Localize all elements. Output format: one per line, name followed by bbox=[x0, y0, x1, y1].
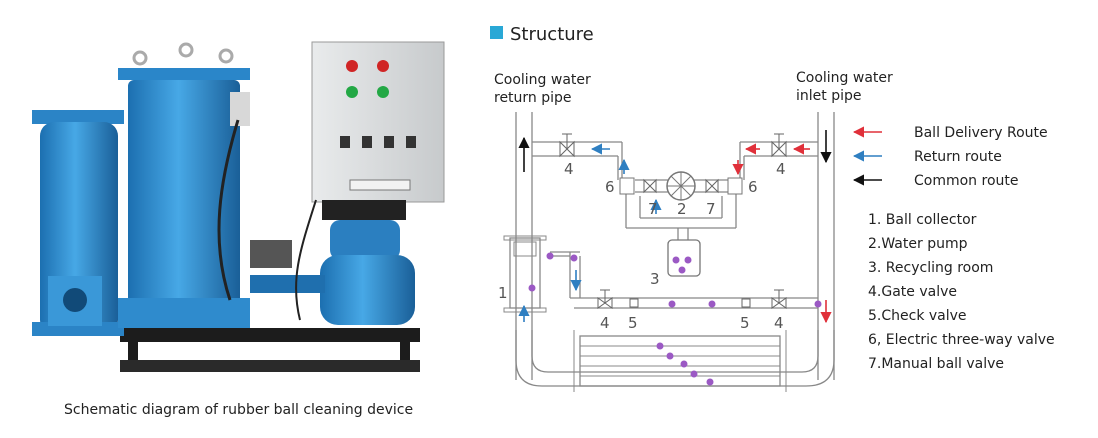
label-n5a: 5 bbox=[628, 314, 638, 332]
diagram-header: Structure bbox=[510, 24, 594, 45]
label-n3: 3 bbox=[650, 270, 660, 288]
label-n7a: 7 bbox=[648, 200, 658, 218]
equipment-illustration bbox=[32, 41, 445, 372]
control-cabinet bbox=[311, 41, 445, 203]
part-3: 3. Recycling room bbox=[868, 260, 993, 276]
legend-ball-delivery: Ball Delivery Route bbox=[914, 125, 1048, 141]
check-valve-left bbox=[629, 298, 639, 308]
three-way-valve-left bbox=[619, 177, 635, 195]
label-n5b: 5 bbox=[740, 314, 750, 332]
label-n4a: 4 bbox=[564, 160, 574, 178]
equipment-photo: Schematic diagram of rubber ball cleanin… bbox=[0, 0, 470, 434]
legend-return-route: Return route bbox=[914, 149, 1002, 165]
base-frame bbox=[120, 328, 420, 342]
label-n7b: 7 bbox=[706, 200, 716, 218]
filter-column bbox=[118, 42, 250, 328]
pump-symbol bbox=[666, 171, 696, 201]
label-n6a: 6 bbox=[605, 178, 615, 196]
ball-collector bbox=[503, 235, 547, 313]
part-1: 1. Ball collector bbox=[868, 212, 977, 228]
part-7: 7.Manual ball valve bbox=[868, 356, 1004, 372]
structure-diagram: Structure Cooling water return pipe Cool… bbox=[470, 0, 1098, 434]
return-pipe-label-1: Cooling water bbox=[494, 72, 591, 88]
manual-valves bbox=[643, 178, 719, 194]
legend-common-route: Common route bbox=[914, 173, 1019, 189]
ball-collector-tank bbox=[32, 110, 124, 336]
header-square-icon bbox=[490, 26, 503, 39]
part-5: 5.Check valve bbox=[868, 308, 967, 324]
label-n1: 1 bbox=[498, 284, 508, 302]
recycling-room bbox=[667, 239, 701, 277]
legend: Ball Delivery Route Return route Common … bbox=[852, 125, 1048, 189]
structure-svg: Structure Cooling water return pipe Cool… bbox=[490, 24, 1055, 392]
check-valve-right bbox=[741, 298, 751, 308]
inlet-pipe-label-2: inlet pipe bbox=[796, 88, 861, 104]
inlet-pipe-label-1: Cooling water bbox=[796, 70, 893, 86]
label-n4d: 4 bbox=[774, 314, 784, 332]
part-6: 6, Electric three-way valve bbox=[868, 332, 1055, 348]
label-n6b: 6 bbox=[748, 178, 758, 196]
heat-exchanger bbox=[573, 330, 787, 392]
parts-list: 1. Ball collector 2.Water pump 3. Recycl… bbox=[868, 212, 1055, 372]
label-n4c: 4 bbox=[600, 314, 610, 332]
photo-caption: Schematic diagram of rubber ball cleanin… bbox=[64, 402, 414, 418]
label-n2: 2 bbox=[677, 200, 687, 218]
water-pump bbox=[250, 200, 415, 325]
gate-valves bbox=[559, 133, 787, 309]
part-4: 4.Gate valve bbox=[868, 284, 957, 300]
part-2: 2.Water pump bbox=[868, 236, 968, 252]
return-pipe-label-2: return pipe bbox=[494, 90, 572, 106]
three-way-valve-right bbox=[727, 177, 743, 195]
label-n4b: 4 bbox=[776, 160, 786, 178]
rubber-balls bbox=[528, 252, 822, 386]
